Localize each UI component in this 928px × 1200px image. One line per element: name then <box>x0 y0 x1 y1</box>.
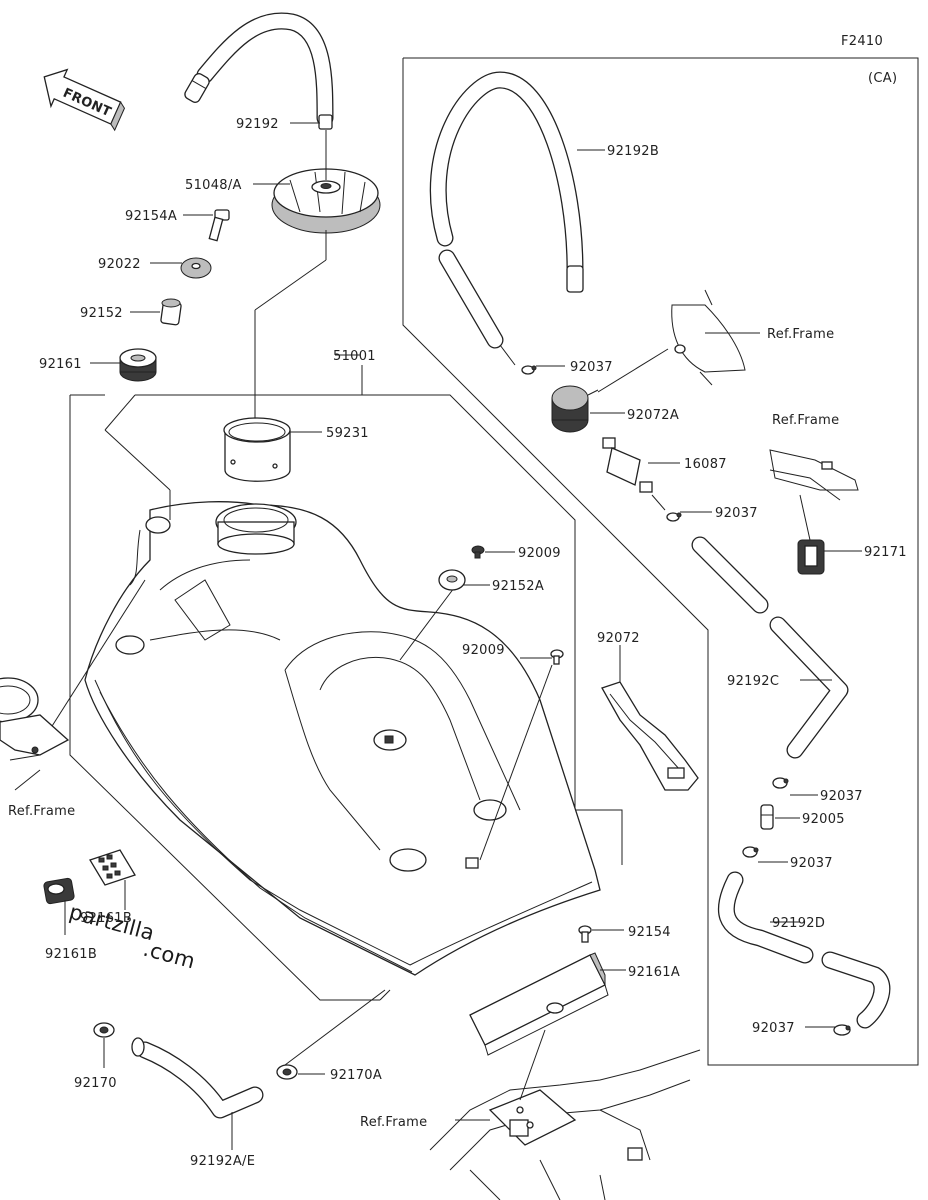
fuel-tank-51001 <box>84 501 601 976</box>
label-92152A: 92152A <box>492 579 544 594</box>
washer-92022 <box>180 257 212 279</box>
label-92170A: 92170A <box>330 1068 382 1083</box>
filler-ring-59231 <box>223 417 322 482</box>
grommet-92161 <box>119 348 157 382</box>
label-ref-frame-bottom: Ref.Frame <box>360 1115 427 1130</box>
ca-group-outline <box>402 57 919 1066</box>
joint-92005 <box>760 804 774 830</box>
washer-92152A <box>438 569 466 591</box>
clamp-92037-e <box>833 1024 851 1036</box>
label-92037-e: 92037 <box>752 1021 795 1036</box>
label-ref-frame-2: Ref.Frame <box>772 413 839 428</box>
front-arrow-icon: FRONT <box>43 68 126 132</box>
label-92161B-a: 92161B <box>45 947 97 962</box>
label-92009-b: 92009 <box>462 643 505 658</box>
label-92192D: 92192D <box>772 916 825 931</box>
clamp-92170 <box>93 1022 115 1068</box>
screw-92009-a <box>471 545 485 559</box>
label-92037-b: 92037 <box>715 506 758 521</box>
clamp-92037-d <box>742 846 759 858</box>
label-92005: 92005 <box>802 812 845 827</box>
label-92192C: 92192C <box>727 674 779 689</box>
hose-92192B <box>429 71 584 366</box>
ref-frame-bracket-upper <box>597 289 746 393</box>
label-92170: 92170 <box>74 1076 117 1091</box>
label-16087: 16087 <box>684 457 727 472</box>
label-92072A: 92072A <box>627 408 679 423</box>
clamp-92170A <box>276 989 386 1080</box>
grommet-92161B-a <box>43 877 75 905</box>
clamp-92037-b <box>666 512 682 522</box>
filter-92072A <box>551 385 599 433</box>
label-92037-a: 92037 <box>570 360 613 375</box>
collar-92152 <box>160 298 182 326</box>
label-92009-a: 92009 <box>518 546 561 561</box>
hose-92192 <box>184 12 334 130</box>
label-92192: 92192 <box>236 117 279 132</box>
ref-frame-left-assembly <box>0 677 70 791</box>
label-92192AE: 92192A/E <box>190 1154 255 1169</box>
label-92161B-b: 92161B <box>80 911 132 926</box>
hose-92192AE <box>131 1037 264 1150</box>
leaders-left <box>90 122 327 420</box>
bolt-92154A <box>208 209 230 242</box>
label-92037-c: 92037 <box>820 789 863 804</box>
leaders-ca <box>536 149 862 1028</box>
label-92154: 92154 <box>628 925 671 940</box>
label-51001: 51001 <box>333 349 376 364</box>
region-label: (CA) <box>868 71 897 86</box>
label-51048A: 51048/A <box>185 178 242 193</box>
label-92072: 92072 <box>597 631 640 646</box>
bolt-92154 <box>578 925 624 943</box>
bracket-92161A <box>469 952 626 1056</box>
leaders-tank <box>39 354 553 1001</box>
label-92171: 92171 <box>864 545 907 560</box>
valve-16087 <box>602 437 666 511</box>
hose-92192C <box>691 536 849 759</box>
fuel-cap <box>271 130 381 260</box>
grommet-92161B-b <box>64 849 136 935</box>
hose-92192D <box>717 871 891 1029</box>
clamp-92037-c <box>772 777 789 789</box>
label-59231: 59231 <box>326 426 369 441</box>
ref-frame-bottom-assembly <box>429 1029 701 1200</box>
label-ref-frame-left: Ref.Frame <box>8 804 75 819</box>
label-92161: 92161 <box>39 357 82 372</box>
label-92154A: 92154A <box>125 209 177 224</box>
assembly-outline <box>69 395 380 1001</box>
label-92022: 92022 <box>98 257 141 272</box>
label-92192B: 92192B <box>607 144 659 159</box>
label-92161A: 92161A <box>628 965 680 980</box>
ref-frame-bracket-right <box>769 449 859 541</box>
label-ref-frame-1: Ref.Frame <box>767 327 834 342</box>
figure-code: F2410 <box>841 34 883 49</box>
bracket-92072 <box>601 645 699 791</box>
clip-92171 <box>797 539 825 575</box>
screw-92009-b <box>550 649 564 665</box>
watermark-line2: .com <box>141 937 198 974</box>
label-92152: 92152 <box>80 306 123 321</box>
clamp-92037-a <box>521 365 537 375</box>
label-92037-d: 92037 <box>790 856 833 871</box>
